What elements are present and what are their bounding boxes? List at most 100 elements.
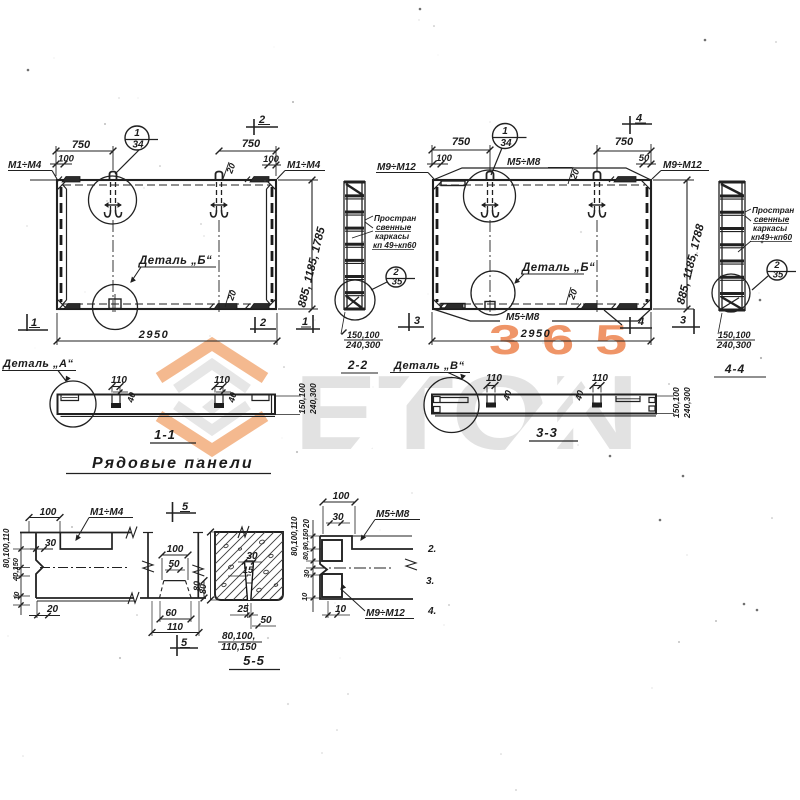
svg-text:М5÷М8: М5÷М8 <box>506 312 540 323</box>
svg-text:100: 100 <box>40 507 57 518</box>
svg-text:1-1: 1-1 <box>154 427 176 442</box>
svg-text:40: 40 <box>125 391 138 404</box>
svg-text:15: 15 <box>243 565 254 575</box>
svg-text:М5÷М8: М5÷М8 <box>507 157 541 168</box>
svg-text:50: 50 <box>260 615 272 626</box>
svg-text:2.: 2. <box>427 544 436 555</box>
svg-text:Рядовые панели: Рядовые панели <box>92 455 254 472</box>
svg-text:1: 1 <box>502 126 508 137</box>
svg-text:6: 6 <box>542 316 574 363</box>
svg-text:Деталь „А“: Деталь „А“ <box>2 358 73 370</box>
svg-text:80: 80 <box>198 584 208 594</box>
svg-text:3: 3 <box>489 316 521 363</box>
svg-text:150,100: 150,100 <box>718 330 751 340</box>
svg-text:40: 40 <box>573 389 586 402</box>
svg-text:2: 2 <box>773 260 780 271</box>
svg-text:30: 30 <box>45 538 57 549</box>
svg-text:3-3: 3-3 <box>536 425 558 440</box>
svg-text:3.: 3. <box>426 576 434 587</box>
svg-text:110: 110 <box>167 622 183 633</box>
svg-text:20: 20 <box>225 289 238 303</box>
svg-text:2950: 2950 <box>520 328 551 340</box>
svg-text:2: 2 <box>392 267 399 278</box>
svg-text:80,100,: 80,100, <box>222 631 255 642</box>
svg-text:М1÷М4: М1÷М4 <box>90 507 124 518</box>
svg-text:240,300: 240,300 <box>345 340 381 351</box>
svg-text:80,100,110: 80,100,110 <box>290 516 299 556</box>
svg-text:150,100: 150,100 <box>347 330 380 340</box>
svg-text:Простран: Простран <box>374 214 416 223</box>
svg-text:35: 35 <box>773 270 784 281</box>
svg-text:110: 110 <box>111 375 127 386</box>
svg-text:110: 110 <box>592 373 608 384</box>
svg-text:М9÷М12: М9÷М12 <box>663 160 702 171</box>
svg-text:240,300: 240,300 <box>308 383 318 415</box>
svg-text:80,90,150: 80,90,150 <box>303 529 310 560</box>
svg-text:110,150: 110,150 <box>221 642 257 653</box>
svg-text:М5÷М8: М5÷М8 <box>376 509 410 520</box>
svg-text:100: 100 <box>58 154 75 165</box>
svg-text:1: 1 <box>302 316 308 328</box>
svg-text:4: 4 <box>635 113 642 125</box>
svg-text:4.: 4. <box>427 606 436 617</box>
svg-text:1: 1 <box>31 317 37 329</box>
svg-text:2: 2 <box>258 114 265 126</box>
svg-text:25: 25 <box>236 604 249 615</box>
svg-text:750: 750 <box>242 138 261 150</box>
svg-text:30: 30 <box>302 569 311 578</box>
svg-text:Деталь „Б“: Деталь „Б“ <box>138 255 212 267</box>
svg-text:80,100,110: 80,100,110 <box>2 528 11 568</box>
svg-text:2-2: 2-2 <box>347 358 368 372</box>
svg-text:40: 40 <box>226 391 239 404</box>
svg-text:30: 30 <box>246 551 258 562</box>
svg-text:60: 60 <box>165 608 177 619</box>
svg-text:М1÷М4: М1÷М4 <box>287 160 321 171</box>
svg-text:110: 110 <box>486 373 502 384</box>
svg-text:М9÷М12: М9÷М12 <box>377 162 416 173</box>
svg-text:кп49÷кп60: кп49÷кп60 <box>751 233 792 242</box>
svg-text:каркасы: каркасы <box>753 224 787 233</box>
svg-text:5: 5 <box>181 637 188 649</box>
svg-text:150,100: 150,100 <box>297 383 307 414</box>
svg-text:Простран: Простран <box>752 206 794 215</box>
svg-text:свенные: свенные <box>376 223 412 232</box>
svg-text:110: 110 <box>214 375 230 386</box>
svg-text:2: 2 <box>259 317 266 329</box>
svg-text:5-5: 5-5 <box>243 653 265 668</box>
svg-text:каркасы: каркасы <box>375 232 409 241</box>
svg-text:80: 80 <box>192 581 202 591</box>
svg-text:5: 5 <box>595 316 627 363</box>
svg-text:750: 750 <box>452 136 471 148</box>
svg-text:5: 5 <box>182 501 189 513</box>
svg-text:50: 50 <box>168 559 180 570</box>
svg-text:10: 10 <box>12 591 21 600</box>
svg-text:М1÷М4: М1÷М4 <box>8 160 42 171</box>
svg-text:34: 34 <box>500 138 512 149</box>
svg-text:10: 10 <box>300 592 309 601</box>
svg-text:50: 50 <box>639 153 650 164</box>
svg-text:М9÷М12: М9÷М12 <box>366 608 405 619</box>
svg-text:100: 100 <box>263 154 280 165</box>
svg-text:35: 35 <box>392 277 403 288</box>
svg-text:4-4: 4-4 <box>724 362 745 376</box>
svg-text:свенные: свенные <box>754 215 790 224</box>
svg-text:3: 3 <box>680 315 686 327</box>
svg-text:20: 20 <box>46 604 59 615</box>
svg-text:100: 100 <box>333 491 350 502</box>
svg-text:150,100: 150,100 <box>671 387 681 418</box>
svg-text:3: 3 <box>414 315 420 327</box>
svg-text:Деталь „Б“: Деталь „Б“ <box>521 262 595 274</box>
svg-text:40: 40 <box>501 389 514 402</box>
svg-text:кп 49÷кп60: кп 49÷кп60 <box>373 241 417 250</box>
svg-text:100: 100 <box>436 153 453 164</box>
svg-text:100: 100 <box>167 544 184 555</box>
svg-text:750: 750 <box>72 139 91 151</box>
svg-text:1: 1 <box>134 128 140 139</box>
svg-text:34: 34 <box>132 140 144 151</box>
svg-text:240,300: 240,300 <box>716 340 752 351</box>
svg-text:10: 10 <box>335 604 347 615</box>
svg-text:750: 750 <box>615 136 634 148</box>
svg-text:4: 4 <box>637 316 644 328</box>
svg-text:240,300: 240,300 <box>682 387 692 419</box>
svg-text:2950: 2950 <box>138 329 169 341</box>
